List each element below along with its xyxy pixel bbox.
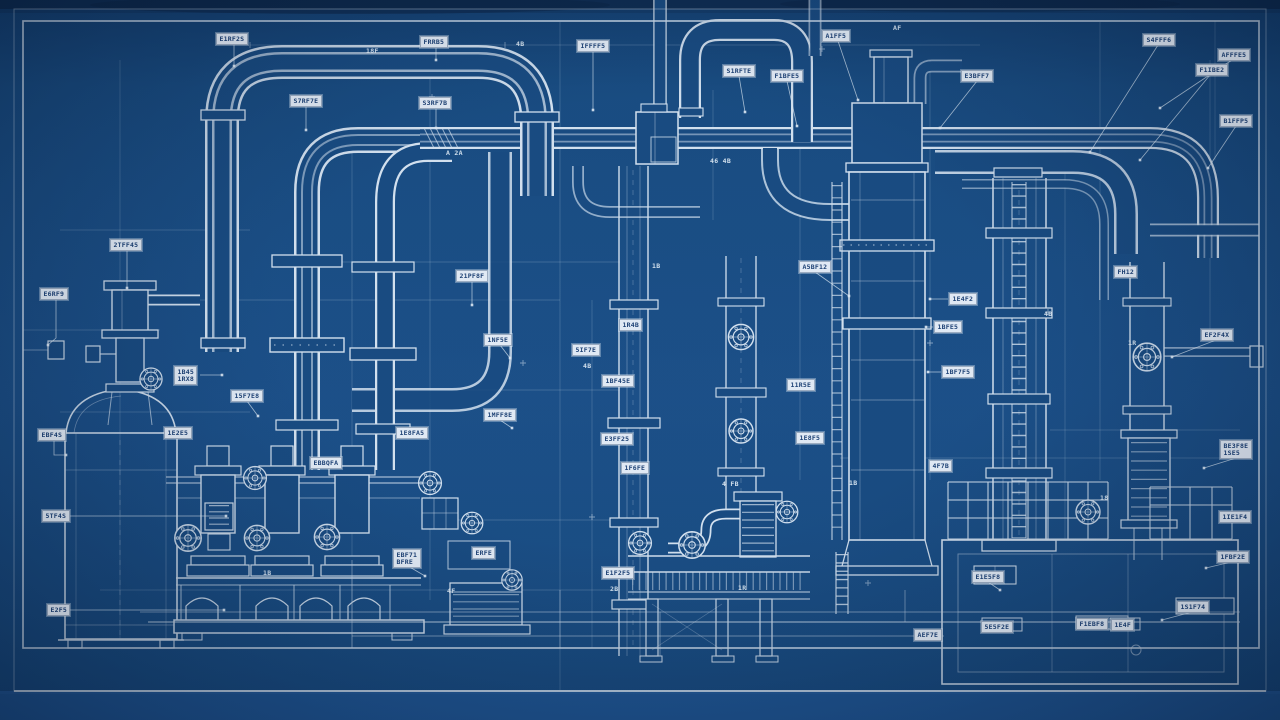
leader-endpoint-marker: [591, 108, 595, 112]
leader-endpoint-marker: [998, 588, 1002, 592]
leader-line: [1205, 561, 1232, 569]
leader-line: [738, 75, 746, 113]
leader-line: [499, 344, 511, 359]
leader-endpoint-marker: [928, 297, 932, 301]
leader-line: [1161, 611, 1193, 621]
leader-line: [987, 581, 1001, 591]
leader-line: [786, 80, 798, 127]
leader-endpoint-marker: [508, 356, 512, 360]
leader-endpoint-marker: [938, 126, 942, 130]
leader-line: [1139, 74, 1211, 161]
leader-endpoint-marker: [1088, 150, 1092, 154]
leader-endpoint-marker: [434, 58, 438, 62]
leader-line: [246, 400, 259, 417]
leader-endpoint-marker: [1160, 618, 1164, 622]
leader-endpoint-marker: [924, 325, 928, 329]
leader-line: [1171, 339, 1217, 358]
leader-endpoint-marker: [926, 370, 930, 374]
leader-endpoint-marker: [224, 514, 228, 518]
leader-endpoint-marker: [232, 64, 236, 68]
leader-endpoint-marker: [434, 126, 438, 130]
leader-endpoint-marker: [795, 124, 799, 128]
leader-endpoint-marker: [856, 98, 860, 102]
leader-line: [1207, 125, 1237, 169]
leader-line: [407, 565, 426, 577]
leader-endpoint-marker: [125, 286, 129, 290]
leader-endpoint-marker: [1138, 158, 1142, 162]
leader-line: [1203, 457, 1237, 469]
leader-line: [47, 299, 57, 346]
leader-endpoint-marker: [1158, 106, 1162, 110]
leader-endpoint-marker: [743, 110, 747, 114]
leader-endpoint-marker: [222, 608, 226, 612]
leader-endpoint-marker: [470, 303, 474, 307]
leader-line: [814, 271, 850, 297]
leader-endpoint-marker: [1170, 355, 1174, 359]
leader-endpoint-marker: [220, 373, 224, 377]
leader-endpoint-marker: [256, 414, 260, 418]
leader-line: [837, 40, 859, 101]
leader-line: [1159, 59, 1233, 109]
leader-line: [1089, 44, 1159, 153]
leader-endpoint-marker: [304, 128, 308, 132]
leader-endpoint-marker: [64, 453, 68, 457]
leader-endpoint-marker: [1202, 466, 1206, 470]
leader-endpoint-marker: [46, 343, 50, 347]
leader-endpoint-marker: [847, 294, 851, 298]
leader-line: [939, 80, 978, 129]
leader-endpoint-marker: [510, 426, 514, 430]
leader-endpoint-marker: [423, 574, 427, 578]
leader-endpoint-marker: [1204, 566, 1208, 570]
leader-line: [53, 440, 66, 456]
leader-line: [499, 419, 513, 429]
leader-endpoint-marker: [1206, 166, 1210, 170]
